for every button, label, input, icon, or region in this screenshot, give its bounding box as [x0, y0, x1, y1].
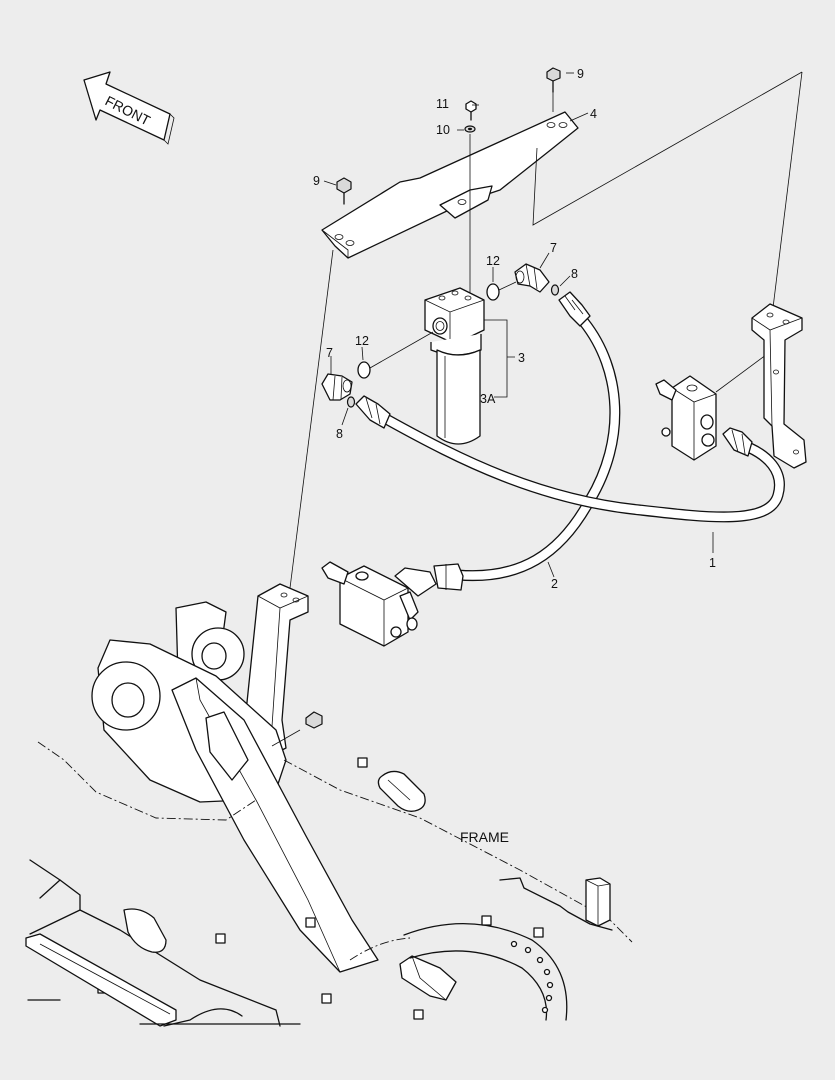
callout-9: 9: [313, 174, 320, 188]
frame-tag: [481, 915, 492, 926]
mounting-bracket-right: [751, 303, 807, 469]
bolt-top: [465, 100, 477, 121]
hose-fitting: [433, 563, 464, 591]
callout-10: 10: [436, 123, 450, 137]
align-line-left: [289, 249, 334, 589]
bolt-left: [336, 177, 352, 205]
front-arrow-icon: FRONT: [83, 71, 175, 145]
callout-bracket-3: [484, 319, 515, 398]
frame-outline: [283, 759, 633, 943]
frame-pivot: [91, 601, 379, 973]
elbow-right: [514, 263, 550, 293]
frame-tag: [321, 993, 332, 1004]
bolt-frame: [305, 711, 323, 729]
frame-outline: [37, 741, 257, 821]
elbow-left: [321, 373, 353, 401]
callout-9: 9: [577, 67, 584, 81]
frame-tag: [533, 927, 544, 938]
lower-frame: [25, 859, 613, 1027]
filter-bracket: [321, 111, 579, 259]
frame-label: FRAME: [460, 829, 509, 845]
align-line-right-b: [771, 71, 803, 317]
frame-tag: [413, 1009, 424, 1020]
callout-3: 3: [518, 351, 525, 365]
hose-2: [452, 316, 621, 582]
callout-1: 1: [709, 556, 716, 570]
frame-tag: [357, 757, 368, 768]
callout-7: 7: [550, 241, 557, 255]
oring-left: [357, 361, 371, 379]
washer: [464, 125, 476, 133]
oring-right: [486, 283, 500, 301]
valve-block-right: [655, 375, 717, 461]
frame-tag: [305, 917, 316, 928]
callout-2: 2: [551, 577, 558, 591]
align-line-right-a: [532, 71, 803, 226]
callout-12: 12: [486, 254, 500, 268]
hose-1: [382, 414, 785, 523]
callout-8: 8: [571, 267, 578, 281]
bolt-right: [546, 67, 561, 93]
frame-tag: [215, 933, 226, 944]
callout-11: 11: [436, 97, 449, 111]
leader-lines: [323, 72, 714, 578]
seal-left: [346, 396, 356, 408]
callout-7: 7: [326, 346, 333, 360]
callout-4: 4: [590, 107, 597, 121]
callout-12: 12: [355, 334, 369, 348]
hose-fitting: [558, 291, 591, 327]
hydraulic-filter: [424, 287, 485, 445]
hose-fitting: [355, 395, 391, 429]
frame-slot: [377, 770, 426, 812]
seal-right: [550, 284, 560, 296]
valve-block-center: [321, 561, 437, 647]
swing-bearing-holes: [510, 940, 554, 1014]
hose-fitting: [722, 427, 753, 457]
callout-3a: 3A: [480, 392, 496, 406]
callout-8: 8: [336, 427, 343, 441]
valve-link-line: [715, 351, 771, 393]
